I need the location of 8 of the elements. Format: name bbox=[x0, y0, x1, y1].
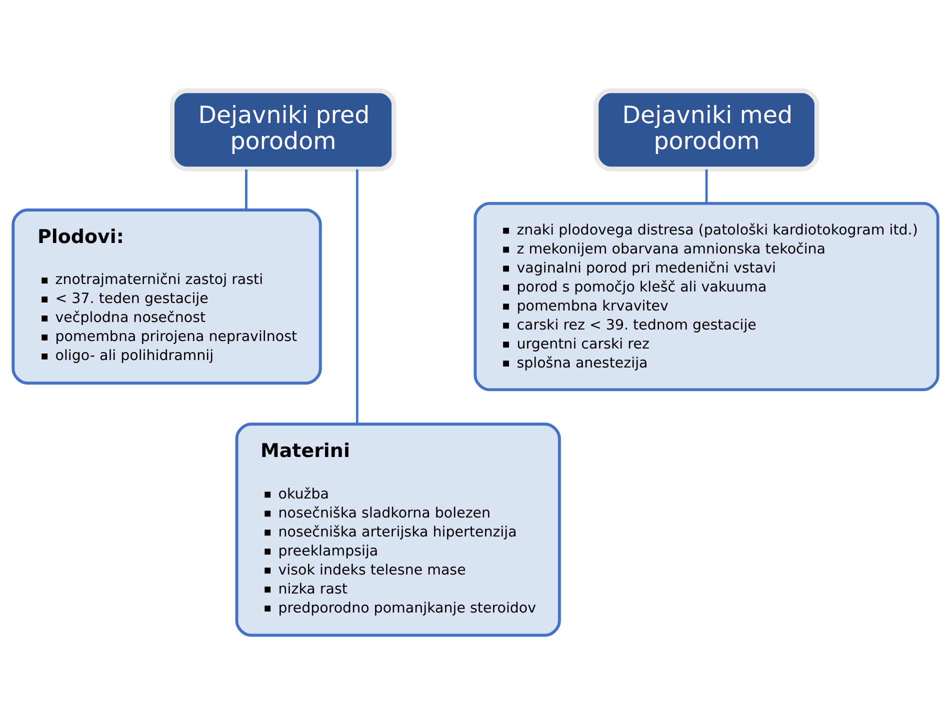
node-box: Plodovi: znotrajmaternični zastoj rasti < 37. teden gestacije večplodna nosečnost pomembna prirojena nepravilnost oligo- ali polihidramnij bbox=[12, 208, 322, 385]
node-box: Materini okužba nosečniška sladkorna bolezen nosečniška arterijska hipertenzija preeklampsija visok indeks telesne mase nizka rast predporodno pomanjkanje steroidov bbox=[235, 422, 561, 637]
node-box: Dejavniki pred porodom bbox=[170, 88, 396, 172]
node-box: Dejavniki med porodom bbox=[594, 88, 820, 172]
connector bbox=[356, 169, 358, 424]
connector bbox=[245, 169, 248, 210]
connector bbox=[705, 169, 708, 204]
node-box: znaki plodovega distresa (patološki kardiotokogram itd.) z mekonijem obarvana amnionska tekočina vaginalni porod pri medenični vstavi porod s pomočjo klešč ali vakuuma pomembna krvavitev carski rez < 39. tednom gestacije urgentni carski rez splošna anestezija bbox=[474, 202, 940, 392]
